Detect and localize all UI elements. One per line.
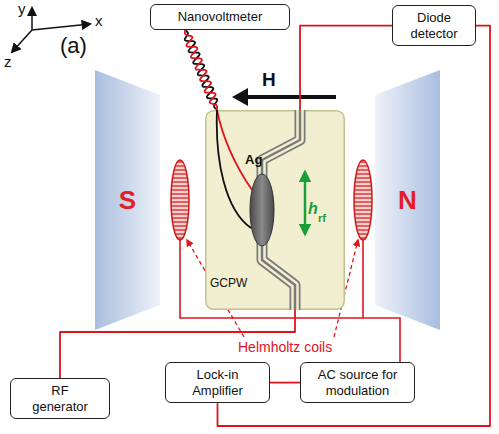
silver-strip — [250, 174, 274, 246]
coil-symbol — [171, 160, 189, 240]
axis-label: z — [4, 54, 12, 71]
field-label: H — [262, 70, 276, 91]
coil-wire — [362, 240, 364, 318]
rf-field-arrow — [304, 172, 307, 234]
twisted-wire — [185, 30, 218, 110]
substrate — [206, 111, 345, 310]
y-axis — [31, 8, 33, 30]
instrument-label: Lock-in Amplifier — [176, 367, 259, 398]
x-axis — [32, 24, 90, 30]
coil-symbol — [354, 160, 372, 240]
magnet-body — [95, 70, 160, 330]
instrument-label: Nanovoltmeter — [157, 9, 283, 25]
instrument-label: Diode detector — [399, 10, 469, 41]
signal-wire — [270, 382, 300, 384]
instrument-box: Nanovoltmeter — [150, 4, 290, 30]
sample-board: AgGCPW — [205, 110, 345, 310]
part-label: Ag — [245, 152, 262, 168]
pole-label: S — [119, 185, 136, 216]
panel-label: (a) — [60, 34, 87, 58]
axis-label: y — [18, 1, 26, 18]
field-arrow-head — [232, 88, 248, 106]
field-arrow — [232, 88, 336, 106]
pole-label: N — [398, 185, 417, 216]
instrument-label: RF generator — [25, 383, 95, 414]
twisted-wire — [185, 30, 217, 110]
instrument-box: Lock-in Amplifier — [165, 362, 270, 403]
rf-field-label: h — [308, 200, 318, 218]
contact-wire — [217, 110, 251, 228]
z-axis — [12, 30, 32, 52]
field-arrow-shaft — [246, 95, 336, 99]
rf-field-subscript: rf — [318, 212, 326, 224]
axis-label: x — [95, 13, 103, 30]
magnet-pole: N — [375, 70, 440, 330]
part-label: GCPW — [210, 275, 247, 291]
coil-label: Helmholtz coils — [238, 340, 332, 355]
instrument-box: AC source for modulation — [300, 362, 415, 403]
instrument-box: Diode detector — [392, 5, 476, 46]
magnet-body — [375, 70, 440, 330]
instrument-label: AC source for modulation — [307, 367, 408, 398]
instrument-box: RF generator — [10, 378, 110, 419]
magnet-pole: S — [95, 70, 160, 330]
